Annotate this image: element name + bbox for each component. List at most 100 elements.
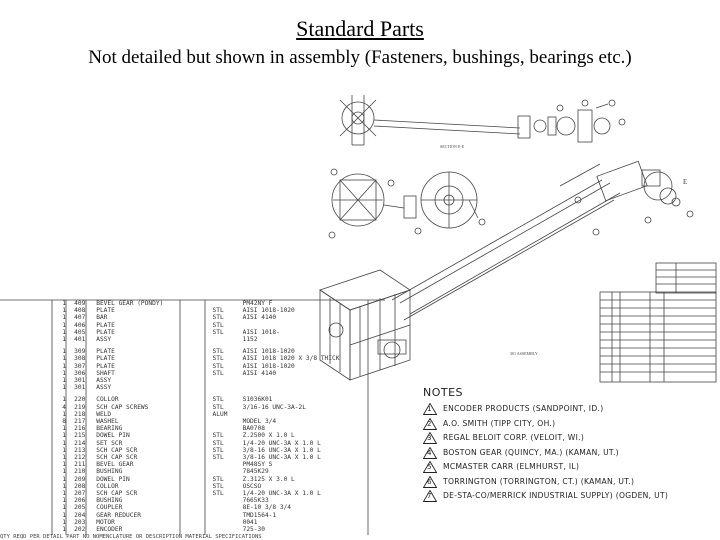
bom-cell [0, 336, 56, 343]
bom-cell: 409 [74, 300, 86, 307]
note-text: REGAL BELOIT CORP. (VELOIT, WI.) [443, 433, 585, 442]
note-text: ENCODER PRODUCTS (SANDPOINT, ID.) [443, 404, 604, 413]
bom-cell: STL [212, 369, 224, 377]
bom-cell: SCH CAP SCREWS [96, 403, 149, 411]
assembly-drawing: SECTION E-E E [0, 95, 717, 535]
bom-cell [241, 322, 385, 329]
bom-cell [211, 512, 241, 519]
page-title: Standard Parts [296, 16, 424, 41]
bom-cell: OSCSO [242, 482, 262, 490]
note-number: 2 [427, 419, 432, 428]
bom-cell [0, 432, 56, 439]
bom-cell: AISI 4140 [242, 314, 277, 322]
bom-cell: 1 [62, 336, 67, 344]
note-text: A.O. SMITH (TIPP CITY, OH.) [443, 418, 556, 428]
bom-cell: STL [212, 314, 224, 322]
bom-cell: AISI 1018-1020 [242, 307, 295, 315]
triangle-icon [423, 417, 437, 430]
bom-cell: Z.2500 X 1.0 L [242, 432, 295, 440]
bom-cell [0, 504, 56, 511]
bom-cell: ASSY [96, 377, 112, 385]
bom-cell: WELD [96, 410, 112, 418]
bom-cell: PM48SY S [242, 461, 273, 469]
bom-cell: 725-30 [242, 526, 265, 534]
bom-cell [211, 377, 241, 384]
note-number: 4 [427, 448, 432, 457]
bom-cell: BEVEL GEAR (PONDY) [96, 300, 164, 307]
bom-cell: 1 [62, 490, 67, 498]
bom-cell [211, 461, 241, 468]
bom-cell [0, 526, 56, 533]
bom-cell [0, 440, 56, 447]
bom-cell: STL [212, 321, 224, 329]
bom-cell: 7845K29 [242, 468, 269, 476]
bom-cell: 1 [62, 468, 67, 476]
bom-cell [0, 497, 56, 504]
bom-cell: 207 [74, 490, 86, 498]
bom-cell: 3/8-16 UNC-3A X 1.0 L [242, 446, 321, 454]
bom-cell: STL [212, 307, 224, 315]
triangle-icon [423, 461, 437, 473]
bom-cell [0, 483, 56, 490]
bom-cell: 1 [62, 454, 67, 462]
bom-cell: PLATE [96, 328, 115, 336]
bom-cell: PLATE [96, 307, 115, 315]
bom-cell [211, 526, 241, 533]
bom-cell: 218 [74, 410, 86, 418]
bom-cell: STL [212, 328, 224, 336]
bom-cell: 1 [62, 461, 67, 469]
notes-title: NOTES [423, 386, 464, 399]
bom-cell: AISI 4140 [242, 369, 277, 377]
bom-cell [0, 519, 56, 526]
bom-cell: 215 [74, 432, 86, 440]
bom-cell: 301 [74, 384, 86, 392]
bom-cell: 8E-10 3/8 3/4 [242, 504, 292, 512]
bom-cell: 212 [74, 454, 86, 462]
bom-cell [0, 384, 56, 391]
bom-cell: STL [212, 432, 224, 440]
bom-cell: 3/8-16 UNC-3A X 1.0 L [242, 454, 321, 462]
bom-cell [0, 348, 56, 355]
bom-cell: ASSY [96, 336, 112, 344]
bom-cell: MODEL 3/4 [242, 418, 277, 426]
bom-cell: 406 [74, 321, 86, 329]
note-number: 6 [427, 477, 432, 486]
bom-cell: 1 [62, 439, 67, 447]
bom-cell: 1 [62, 432, 67, 440]
note-number: 7 [427, 492, 432, 500]
bom-cell: 1 [62, 377, 67, 385]
bom-cell [0, 314, 56, 321]
bom-cell: 1/4-20 UNC-3A X 1.0 L [242, 490, 321, 498]
bom-cell: 220 [74, 396, 86, 404]
bom-cell: WASHEL [96, 418, 119, 426]
bom-cell: 1/4-20 UNC-3A X 1.0 L [242, 439, 321, 447]
bom-cell: STL [212, 362, 224, 370]
bom-cell: 1 [62, 314, 67, 322]
bom-cell: PM42NY F [242, 300, 273, 307]
bom-cell [0, 418, 56, 425]
bom-cell: AISI 1018- [242, 328, 280, 336]
bom-cell: 209 [74, 475, 86, 483]
bom-cell: 407 [74, 314, 86, 322]
bom-cell: 204 [74, 511, 86, 519]
bom-cell [211, 504, 241, 511]
section-label: SECTION E-E [440, 144, 465, 149]
bom-cell: BEARING [96, 425, 123, 433]
bom-cell: STL [212, 490, 224, 498]
